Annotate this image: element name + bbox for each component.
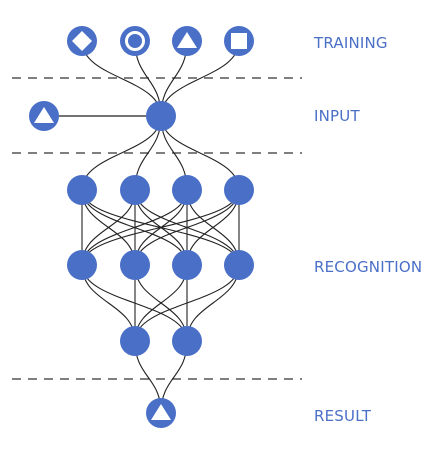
triangle-icon <box>151 404 171 420</box>
training-node-circle <box>120 26 150 56</box>
recognition-node-row1 <box>67 175 97 205</box>
recognition-node-row1 <box>224 175 254 205</box>
section-dividers <box>12 77 302 380</box>
side-input-node <box>29 101 59 131</box>
recognition-node-row2 <box>67 250 97 280</box>
label-input: INPUT <box>314 107 360 125</box>
node-circle <box>120 175 150 205</box>
node-circle <box>172 326 202 356</box>
result-node <box>146 398 176 428</box>
triangle-icon <box>177 32 197 48</box>
node-circle <box>224 175 254 205</box>
node-circle <box>120 326 150 356</box>
node-circle <box>172 250 202 280</box>
recognition-node-row1 <box>120 175 150 205</box>
node-circle <box>67 175 97 205</box>
node-circle <box>224 250 254 280</box>
node-circle <box>120 250 150 280</box>
label-training: TRAINING <box>313 34 388 52</box>
recognition-node-row2 <box>120 250 150 280</box>
diamond-icon <box>72 31 92 51</box>
node-circle <box>146 101 176 131</box>
edge-recognition-hidden <box>81 189 240 266</box>
training-node-diamond <box>67 26 97 56</box>
recognition-node-row3 <box>120 326 150 356</box>
recognition-node-row1 <box>172 175 202 205</box>
node-circle <box>120 26 150 56</box>
recognition-node-row2 <box>172 250 202 280</box>
square-icon <box>231 33 247 49</box>
network-nodes <box>29 26 254 428</box>
training-node-triangle <box>172 26 202 56</box>
input-node <box>146 101 176 131</box>
recognition-node-row2 <box>224 250 254 280</box>
node-circle <box>172 175 202 205</box>
node-circle <box>67 250 97 280</box>
circle-icon <box>125 31 145 51</box>
recognition-node-row3 <box>172 326 202 356</box>
label-result: RESULT <box>314 407 372 425</box>
connection-edges <box>81 40 240 414</box>
training-node-square <box>224 26 254 56</box>
label-recognition: RECOGNITION <box>314 258 422 276</box>
triangle-icon <box>34 107 54 123</box>
